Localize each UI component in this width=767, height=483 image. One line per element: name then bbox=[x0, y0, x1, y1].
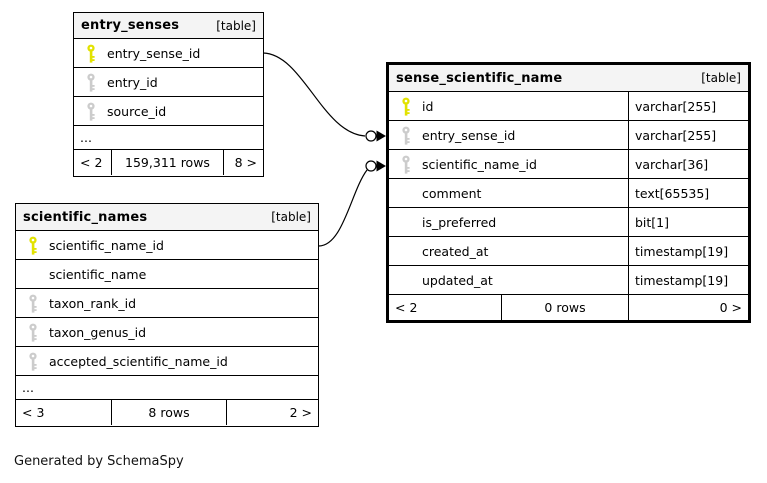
column-row: entry_id bbox=[74, 68, 263, 97]
arrowhead-icon bbox=[376, 130, 386, 142]
no-key-spacer bbox=[28, 265, 38, 284]
hidden-columns-ellipsis: ... bbox=[74, 126, 263, 150]
incoming-relationships-count: < 2 bbox=[80, 155, 103, 170]
column-name: taxon_genus_id bbox=[49, 324, 147, 340]
table-node-entry-senses[interactable]: entry_senses [table] entry_sense_id entr… bbox=[73, 12, 264, 177]
no-key-spacer bbox=[401, 242, 411, 261]
column-name: updated_at bbox=[422, 272, 493, 288]
incoming-relationships-count: < 3 bbox=[22, 405, 45, 420]
connector-entry-senses-to-sense-scientific-name bbox=[262, 52, 366, 137]
table-type-tag: [table] bbox=[271, 210, 311, 224]
table-header[interactable]: entry_senses [table] bbox=[74, 13, 263, 39]
column-type: bit[1] bbox=[628, 208, 748, 236]
column-name: taxon_rank_id bbox=[49, 295, 137, 311]
outgoing-relationships-count: 2 > bbox=[226, 400, 318, 425]
row-count: 8 rows bbox=[111, 400, 226, 425]
outgoing-relationships-count: 0 > bbox=[628, 295, 748, 320]
column-type: varchar[255] bbox=[628, 92, 748, 120]
column-name: comment bbox=[422, 185, 482, 201]
column-type: varchar[36] bbox=[628, 150, 748, 178]
foreign-key-icon bbox=[28, 352, 38, 371]
column-name: source_id bbox=[107, 103, 167, 119]
table-header[interactable]: scientific_names [table] bbox=[16, 204, 318, 231]
column-name: entry_id bbox=[107, 74, 158, 90]
column-type: text[65535] bbox=[628, 179, 748, 207]
foreign-key-icon bbox=[401, 126, 411, 145]
table-type-tag: [table] bbox=[216, 18, 256, 33]
row-count: 159,311 rows bbox=[111, 150, 223, 175]
connector-scientific-names-to-sense-scientific-name bbox=[317, 169, 368, 247]
column-row: id varchar[255] bbox=[389, 92, 748, 121]
outgoing-relationships-count: 8 > bbox=[223, 150, 263, 175]
column-name: scientific_name bbox=[49, 266, 147, 282]
foreign-key-icon bbox=[28, 294, 38, 313]
column-row: accepted_scientific_name_id bbox=[16, 347, 318, 376]
arrowhead-icon bbox=[376, 160, 386, 172]
column-row: is_preferred bit[1] bbox=[389, 208, 748, 237]
column-name: entry_sense_id bbox=[107, 45, 201, 61]
column-row: scientific_name bbox=[16, 260, 318, 289]
column-row: comment text[65535] bbox=[389, 179, 748, 208]
column-name: scientific_name_id bbox=[49, 237, 164, 253]
table-stats: < 3 8 rows 2 > bbox=[16, 400, 318, 425]
foreign-key-icon bbox=[401, 155, 411, 174]
column-name: id bbox=[422, 98, 434, 114]
table-title[interactable]: sense_scientific_name bbox=[396, 70, 563, 86]
column-row: entry_sense_id varchar[255] bbox=[389, 121, 748, 150]
generated-by-note: Generated by SchemaSpy bbox=[14, 454, 184, 469]
column-type: varchar[255] bbox=[628, 121, 748, 149]
cardinality-circle-icon bbox=[365, 130, 377, 142]
primary-key-icon bbox=[401, 97, 411, 116]
table-node-sense-scientific-name[interactable]: sense_scientific_name [table] id varchar… bbox=[386, 62, 751, 323]
column-type: timestamp[19] bbox=[628, 266, 748, 294]
foreign-key-icon bbox=[86, 73, 96, 92]
row-count: 0 rows bbox=[501, 295, 628, 320]
table-title[interactable]: scientific_names bbox=[23, 209, 148, 225]
column-row: source_id bbox=[74, 97, 263, 126]
column-name: created_at bbox=[422, 243, 489, 259]
table-node-scientific-names[interactable]: scientific_names [table] scientific_name… bbox=[15, 203, 319, 427]
hidden-columns-ellipsis: ... bbox=[16, 376, 318, 400]
no-key-spacer bbox=[401, 184, 411, 203]
column-row: updated_at timestamp[19] bbox=[389, 266, 748, 295]
column-name: is_preferred bbox=[422, 214, 497, 230]
column-row: scientific_name_id bbox=[16, 231, 318, 260]
table-type-tag: [table] bbox=[701, 71, 741, 85]
primary-key-icon bbox=[86, 44, 96, 63]
no-key-spacer bbox=[401, 213, 411, 232]
table-title[interactable]: entry_senses bbox=[81, 18, 180, 33]
column-name: entry_sense_id bbox=[422, 127, 516, 143]
column-type: timestamp[19] bbox=[628, 237, 748, 265]
column-name: accepted_scientific_name_id bbox=[49, 353, 228, 369]
cardinality-circle-icon bbox=[365, 160, 377, 172]
foreign-key-icon bbox=[86, 102, 96, 121]
primary-key-icon bbox=[28, 236, 38, 255]
table-header[interactable]: sense_scientific_name [table] bbox=[389, 65, 748, 92]
no-key-spacer bbox=[401, 271, 411, 290]
column-row: scientific_name_id varchar[36] bbox=[389, 150, 748, 179]
column-row: taxon_rank_id bbox=[16, 289, 318, 318]
incoming-relationships-count: < 2 bbox=[395, 300, 418, 315]
foreign-key-icon bbox=[28, 323, 38, 342]
column-row: taxon_genus_id bbox=[16, 318, 318, 347]
column-row: created_at timestamp[19] bbox=[389, 237, 748, 266]
table-stats: < 2 0 rows 0 > bbox=[389, 295, 748, 320]
table-stats: < 2 159,311 rows 8 > bbox=[74, 150, 263, 175]
column-name: scientific_name_id bbox=[422, 156, 537, 172]
column-row: entry_sense_id bbox=[74, 39, 263, 68]
